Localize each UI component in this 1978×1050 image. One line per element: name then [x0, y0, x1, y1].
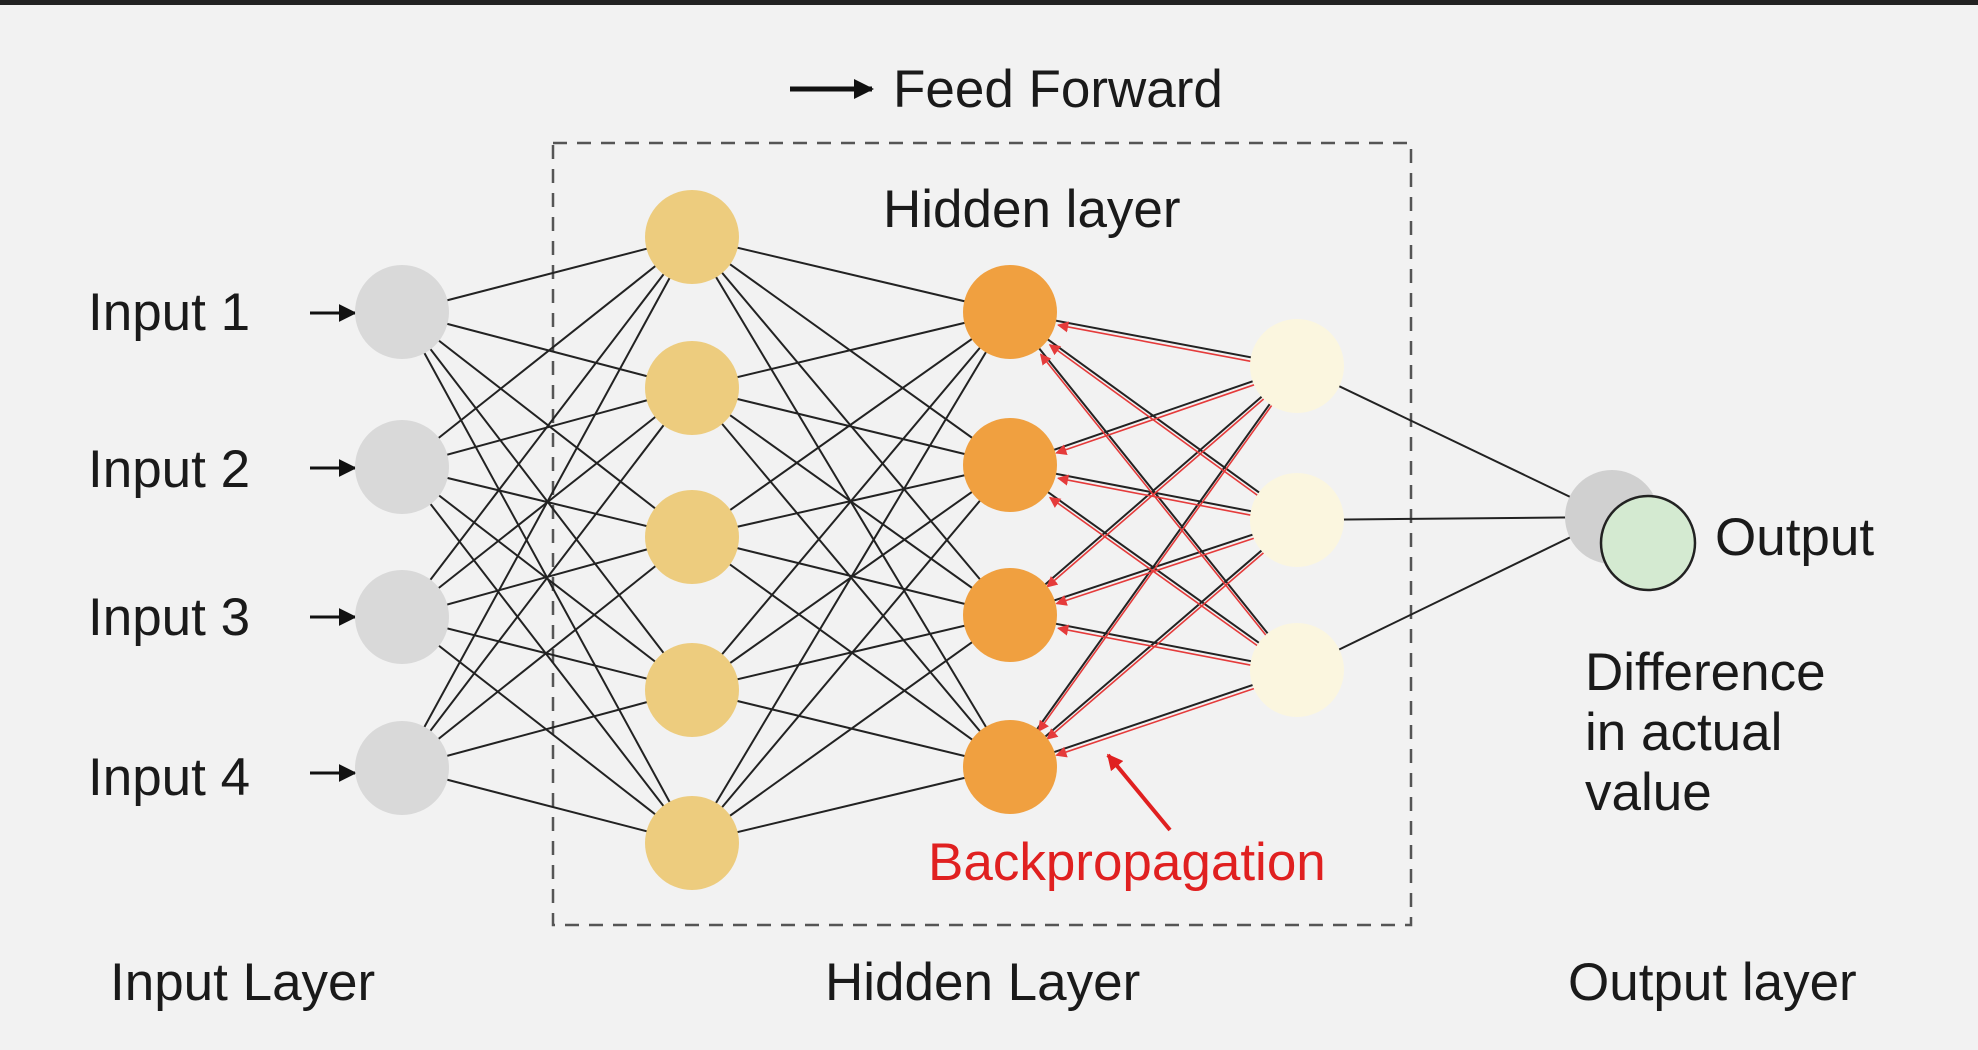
input-node-3 [355, 570, 449, 664]
input-node-4 [355, 721, 449, 815]
connection-line [401, 767, 693, 844]
input-label-2: Input 2 [88, 440, 250, 499]
backprop-arrow-line [1055, 381, 1263, 456]
backprop-arrow-line [1057, 321, 1261, 364]
connection-line [691, 236, 1011, 313]
connection-line [1009, 519, 1298, 768]
connection-line [401, 387, 693, 769]
input-layer-title: Input Layer [110, 953, 375, 1012]
connection-line [1296, 516, 1613, 671]
connection-line [691, 766, 1011, 844]
backprop-arrow-line [1055, 534, 1263, 606]
difference-label-line-3: value [1585, 763, 1712, 822]
hidden-layer-box-label: Hidden layer [883, 180, 1181, 239]
backpropagation-label: Backpropagation [928, 833, 1326, 892]
connection-line [691, 311, 1011, 844]
connection-line [1009, 311, 1298, 367]
hidden2-node-2 [963, 418, 1057, 512]
connection-line [401, 311, 693, 538]
hidden1-node-5 [645, 796, 739, 890]
input-label-3: Input 3 [88, 588, 250, 647]
hidden3-node-1 [1250, 319, 1344, 413]
input-labels: Input 1 Input 2 Input 3 Input 4 [88, 283, 357, 807]
connection-line [401, 466, 693, 844]
connection-line [401, 236, 693, 313]
connection-line [1009, 464, 1298, 521]
hidden-layer-box [551, 141, 1413, 927]
backprop-arrow-line [1046, 393, 1270, 588]
hidden-layer-title: Hidden Layer [825, 953, 1140, 1012]
input-label-1: Input 1 [88, 283, 250, 342]
backprop-arrow-line [1039, 353, 1275, 646]
feed-forward-label: Feed Forward [893, 60, 1223, 119]
connection-line [1296, 516, 1613, 521]
connection-line [401, 236, 693, 468]
connection-line [401, 311, 693, 389]
backprop-arrow-line [1048, 496, 1268, 654]
input-label-4: Input 4 [88, 748, 250, 807]
backprop-arrow-line [1055, 685, 1263, 758]
output-label: Output [1715, 508, 1874, 567]
connection-line [691, 311, 1011, 389]
connection-line [691, 387, 1011, 466]
hidden1-node-2 [645, 341, 739, 435]
connection-line [691, 614, 1011, 844]
hidden2-node-4 [963, 720, 1057, 814]
hidden3-node-3 [1250, 623, 1344, 717]
connection-line [691, 464, 1011, 844]
backprop-arrow-line [1057, 624, 1261, 668]
hidden1-node-3 [645, 490, 739, 584]
backprop-arrow-line [1037, 399, 1277, 733]
backprop-connections [1037, 321, 1277, 758]
hidden2-node-1 [963, 265, 1057, 359]
output-layer-title: Output layer [1568, 953, 1857, 1012]
connection-line [1009, 365, 1298, 768]
backpropagation-arrow [1106, 753, 1172, 832]
backprop-arrow-line [1048, 344, 1268, 503]
hidden1-node-4 [645, 643, 739, 737]
difference-label-line-1: Difference [1585, 643, 1826, 702]
connection-line [401, 236, 693, 769]
neural-network-diagram: Feed Forward Hidden layer Input 1 Input … [88, 60, 1874, 1012]
hidden2-node-3 [963, 568, 1057, 662]
connection-line [691, 311, 1011, 691]
input-node-1 [355, 265, 449, 359]
connection-line [1296, 365, 1613, 518]
backprop-arrow-line [1046, 547, 1270, 740]
input-node-2 [355, 420, 449, 514]
connection-line [1009, 365, 1298, 616]
forward-connections [401, 236, 1613, 844]
connection-line [401, 689, 693, 769]
connection-line [401, 536, 693, 769]
output-node [1599, 494, 1697, 592]
hidden1-node-1 [645, 190, 739, 284]
backprop-arrow-line [1057, 474, 1261, 518]
hidden3-node-2 [1250, 473, 1344, 567]
connection-line [691, 311, 1011, 538]
network-nodes [355, 190, 1344, 890]
difference-label-line-2: in actual [1585, 703, 1782, 762]
connection-line [401, 236, 693, 618]
